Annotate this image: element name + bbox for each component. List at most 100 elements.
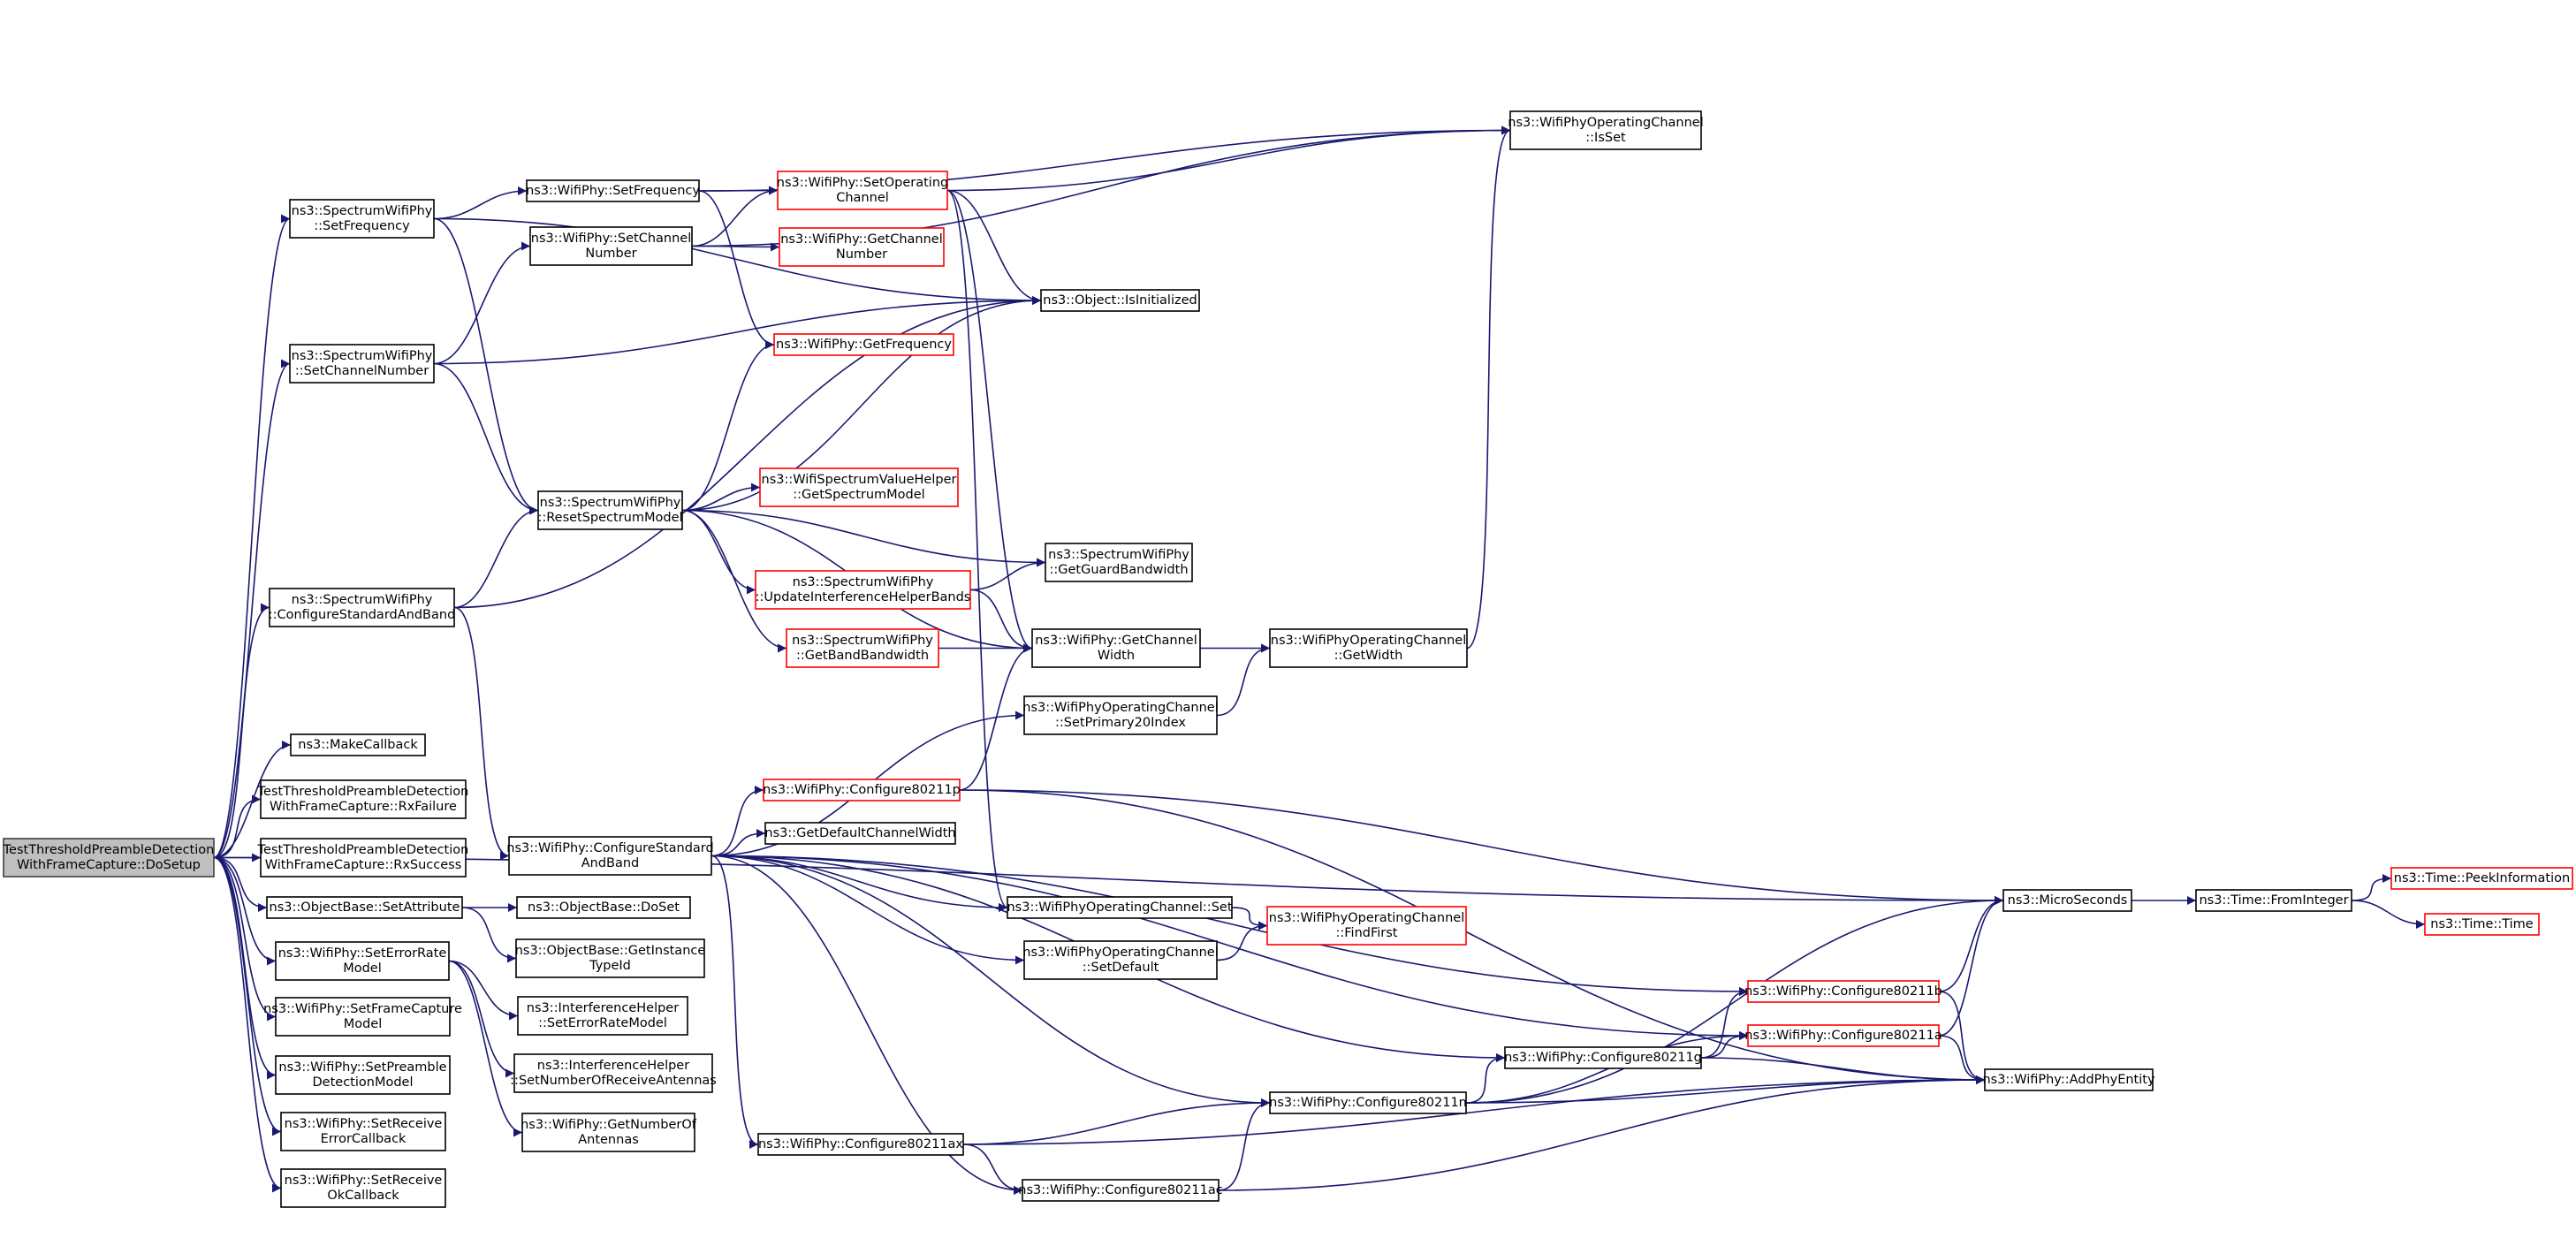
node-wp_setfreq[interactable]: ns3::WifiPhy::SetFrequency [526,179,700,202]
node-rxfailure[interactable]: TestThresholdPreambleDetectionWithFrameC… [257,779,469,819]
node-label-woc_setdef-line-2: ::SetDefault [1083,961,1159,975]
edge-root-to-swp_setchnum [213,359,291,859]
node-box-wp_cfg11ac [1022,1179,1220,1202]
edge-root-to-setfcmodel [213,856,277,1022]
node-label-wp_setfreq-line-1: ns3::WifiPhy::SetFrequency [526,184,700,198]
node-woc_isset[interactable]: ns3::WifiPhyOperatingChannel::IsSet [1508,110,1704,150]
node-obj_isinit[interactable]: ns3::Object::IsInitialized [1040,289,1200,312]
node-box-swp_setchnum [289,344,435,384]
node-microsec[interactable]: ns3::MicroSeconds [2002,889,2132,912]
node-wp_cfgstd[interactable]: ns3::WifiPhy::ConfigureStandardAndBand [506,836,714,876]
edge-time_fromint-to-time_peek [2351,874,2392,901]
node-seterrmodel[interactable]: ns3::WifiPhy::SetErrorRateModel [275,941,450,981]
node-rxsuccess[interactable]: TestThresholdPreambleDetectionWithFrameC… [257,838,469,878]
node-label-swp_getguard-line-1: ns3::SpectrumWifiPhy [1048,548,1189,562]
edge-wp_cfgstd-to-getdefchw [710,829,766,857]
node-label-setrxerrcb-line-1: ns3::WifiPhy::SetReceive [285,1117,443,1131]
node-box-swp_resetsm [537,490,683,530]
node-wp_cfg11n[interactable]: ns3::WifiPhy::Configure80211n [1269,1091,1467,1114]
node-label-swp_updih-line-2: ::UpdateInterferenceHelperBands [756,590,971,604]
node-wp_cfg11b[interactable]: ns3::WifiPhy::Configure80211b [1744,980,1942,1003]
node-box-rxsuccess [260,838,467,878]
edge-wp_cfg11a-to-wp_addphy [1938,1035,1986,1084]
edge-wp_setopch-to-wp_getchw [946,189,1033,653]
node-wp_cfg11a[interactable]: ns3::WifiPhy::Configure80211a [1744,1024,1942,1047]
node-label-wp_getfreq-line-1: ns3::WifiPhy::GetFrequency [776,338,952,352]
edge-swp_resetsm-to-wsvh_getsm [681,482,761,512]
edge-swp_setfreq-to-swp_resetsm [433,217,539,515]
node-wp_cfg11p[interactable]: ns3::WifiPhy::Configure80211p [763,779,961,802]
node-woc_getwidth[interactable]: ns3::WifiPhyOperatingChannel::GetWidth [1269,628,1468,668]
node-wsvh_getsm[interactable]: ns3::WifiSpectrumValueHelper::GetSpectru… [759,467,959,507]
node-swp_setchnum[interactable]: ns3::SpectrumWifiPhy::SetChannelNumber [289,344,435,384]
node-wp_cfg11g[interactable]: ns3::WifiPhy::Configure80211g [1504,1046,1702,1069]
node-swp_cfgstd[interactable]: ns3::SpectrumWifiPhy::ConfigureStandardA… [269,588,456,627]
node-ob_doset[interactable]: ns3::ObjectBase::DoSet [516,896,691,919]
node-swp_getbw[interactable]: ns3::SpectrumWifiPhy::GetBandBandwidth [786,628,939,668]
node-swp_updih[interactable]: ns3::SpectrumWifiPhy::UpdateInterference… [755,570,971,610]
node-label-microsec-line-1: ns3::MicroSeconds [2008,893,2128,908]
node-ih_setnum[interactable]: ns3::InterferenceHelper::SetNumberOfRece… [510,1053,717,1093]
edge-wp_cfg11p-to-wp_addphy [959,789,1986,1084]
node-woc_setp20[interactable]: ns3::WifiPhyOperatingChannel::SetPrimary… [1022,695,1219,735]
node-wp_addphy[interactable]: ns3::WifiPhy::AddPhyEntity [1982,1068,2155,1091]
edge-wp_cfgstd-to-woc_setdef [710,855,1025,965]
node-label-setrxokcb-line-1: ns3::WifiPhy::SetReceive [285,1174,443,1188]
node-label-setattr-line-1: ns3::ObjectBase::SetAttribute [270,900,460,915]
edge-wp_cfgstd-to-wp_cfg11b [710,855,1749,996]
node-wp_cfg11ax[interactable]: ns3::WifiPhy::Configure80211ax [757,1133,964,1156]
node-swp_setfreq[interactable]: ns3::SpectrumWifiPhy::SetFrequency [289,199,435,239]
node-wp_setchnum[interactable]: ns3::WifiPhy::SetChannelNumber [529,226,693,266]
edge-woc_setp20-to-woc_getwidth [1216,643,1271,717]
node-label-wp_setchnum-line-1: ns3::WifiPhy::SetChannel [531,232,692,246]
node-swp_getguard[interactable]: ns3::SpectrumWifiPhy::GetGuardBandwidth [1045,543,1193,582]
node-time_peek[interactable]: ns3::Time::PeekInformation [2390,867,2573,890]
node-setattr[interactable]: ns3::ObjectBase::SetAttribute [266,896,463,919]
node-ih_seterr[interactable]: ns3::InterferenceHelper::SetErrorRateMod… [517,996,688,1036]
node-wp_cfg11ac[interactable]: ns3::WifiPhy::Configure80211ac [1018,1179,1223,1202]
node-label-wp_cfg11g-line-1: ns3::WifiPhy::Configure80211g [1504,1051,1702,1065]
node-box-wp_cfg11a [1747,1024,1940,1047]
edge-swp_resetsm-to-swp_getbw [681,509,787,653]
node-box-woc_findfirst [1266,906,1467,946]
node-box-woc_isset [1509,110,1702,150]
node-label-swp_getbw-line-1: ns3::SpectrumWifiPhy [792,634,933,648]
node-box-setrxerrcb [280,1112,446,1151]
node-woc_findfirst[interactable]: ns3::WifiPhyOperatingChannel::FindFirst [1266,906,1467,946]
node-label-swp_getbw-line-2: ::GetBandBandwidth [796,649,929,663]
node-box-swp_updih [755,570,971,610]
edge-swp_resetsm-to-obj_isinit [681,296,1042,512]
node-label-setrxerrcb-line-2: ErrorCallback [321,1132,407,1146]
node-label-woc_findfirst-line-1: ns3::WifiPhyOperatingChannel [1269,911,1464,925]
node-time_fromint[interactable]: ns3::Time::FromInteger [2195,889,2352,912]
node-box-rxfailure [260,779,467,819]
edge-wp_cfg11ax-to-wp_cfg11ac [962,1143,1023,1195]
edge-swp_setfreq-to-obj_isinit [433,217,1042,305]
node-wp_getfreq[interactable]: ns3::WifiPhy::GetFrequency [773,333,954,356]
node-box-microsec [2002,889,2132,912]
node-label-woc_isset-line-1: ns3::WifiPhyOperatingChannel [1508,116,1703,130]
node-box-time_fromint [2195,889,2352,912]
node-woc_set[interactable]: ns3::WifiPhyOperatingChannel::Set [1007,896,1233,919]
node-time_time[interactable]: ns3::Time::Time [2424,913,2540,936]
edge-root-to-swp_cfgstd [213,603,270,859]
node-box-swp_getguard [1045,543,1193,582]
node-box-obj_isinit [1040,289,1200,312]
node-label-swp_setchnum-line-2: ::SetChannelNumber [295,364,429,378]
node-swp_resetsm[interactable]: ns3::SpectrumWifiPhy::ResetSpectrumModel [537,490,683,530]
edge-setattr-to-ob_getinst [461,907,517,963]
node-woc_setdef[interactable]: ns3::WifiPhyOperatingChannel::SetDefault [1022,940,1219,980]
node-getdefchw[interactable]: ns3::GetDefaultChannelWidth [764,822,956,845]
node-makecb[interactable]: ns3::MakeCallback [290,733,426,756]
node-label-swp_setfreq-line-1: ns3::SpectrumWifiPhy [292,204,433,218]
node-label-swp_cfgstd-line-2: ::ConfigureStandardAndBand [269,608,456,622]
